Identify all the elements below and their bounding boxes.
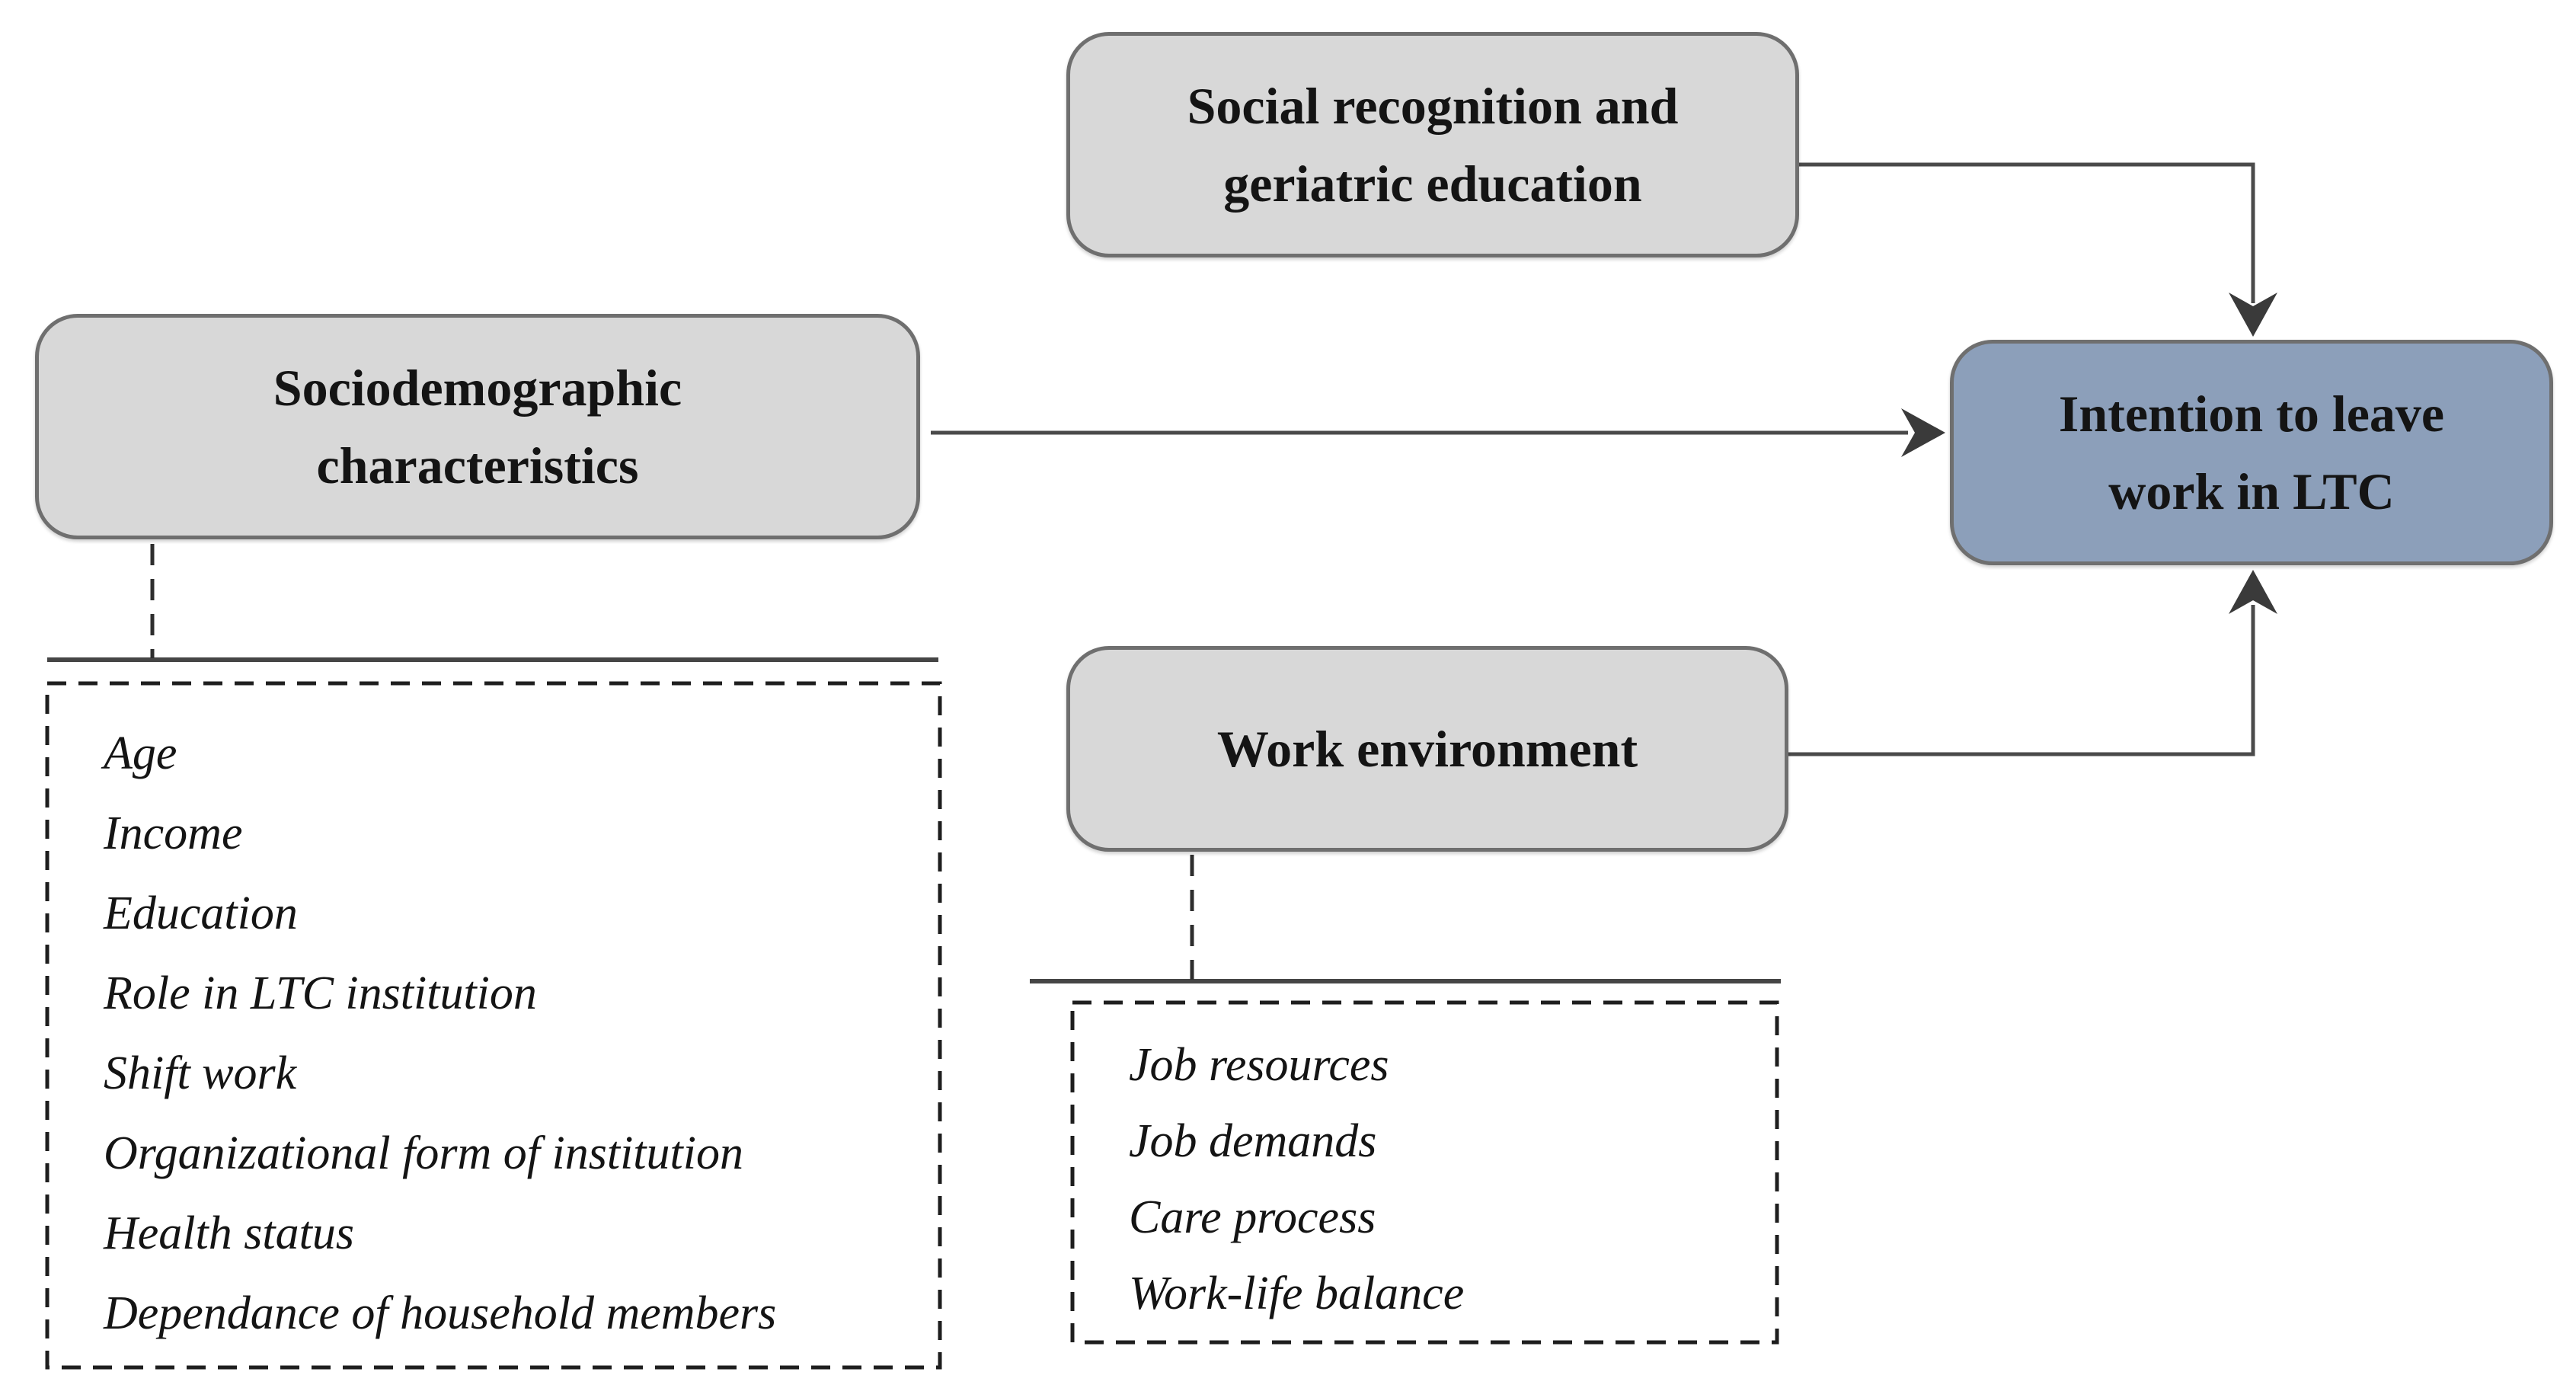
work-environment-factors-list: Job resources Job demands Care process W… [1072, 1003, 1777, 1342]
factor-item: Dependance of household members [104, 1287, 777, 1339]
sociodemographic-factors-list: Age Income Education Role in LTC institu… [47, 683, 940, 1367]
sociodemographic-label: Sociodemographic characteristics [273, 359, 682, 494]
factor-item: Care process [1129, 1191, 1376, 1243]
factor-item: Organizational form of institution [104, 1127, 743, 1179]
social-recognition-box: Social recognition and geriatric educati… [1066, 32, 1799, 257]
factor-item: Age [104, 728, 177, 779]
factor-item: Education [104, 887, 298, 939]
social-recognition-label: Social recognition and geriatric educati… [1187, 77, 1679, 213]
intention-to-leave-box: Intention to leave work in LTC [1950, 340, 2553, 565]
factor-item: Role in LTC institution [104, 967, 537, 1019]
factor-item: Shift work [104, 1047, 297, 1099]
arrowhead-work-environment-to-intention [2229, 570, 2277, 614]
factor-item: Job resources [1129, 1038, 1389, 1091]
intention-to-leave-label: Intention to leave work in LTC [2058, 385, 2445, 520]
factor-item: Health status [104, 1207, 354, 1259]
work-environment-label: Work environment [1216, 720, 1638, 778]
arrowhead-sociodemographic-to-intention [1901, 408, 1945, 457]
factor-item: Job demands [1129, 1115, 1377, 1167]
work-environment-box: Work environment [1066, 646, 1788, 852]
arrow-social-to-intention [1799, 162, 2255, 303]
factor-item: Work-life balance [1129, 1267, 1465, 1319]
factor-item: Income [104, 808, 243, 859]
sociodemographic-box: Sociodemographic characteristics [35, 314, 920, 539]
arrow-work-environment-to-intention [1788, 605, 2255, 756]
arrowhead-social-to-intention [2229, 293, 2277, 337]
